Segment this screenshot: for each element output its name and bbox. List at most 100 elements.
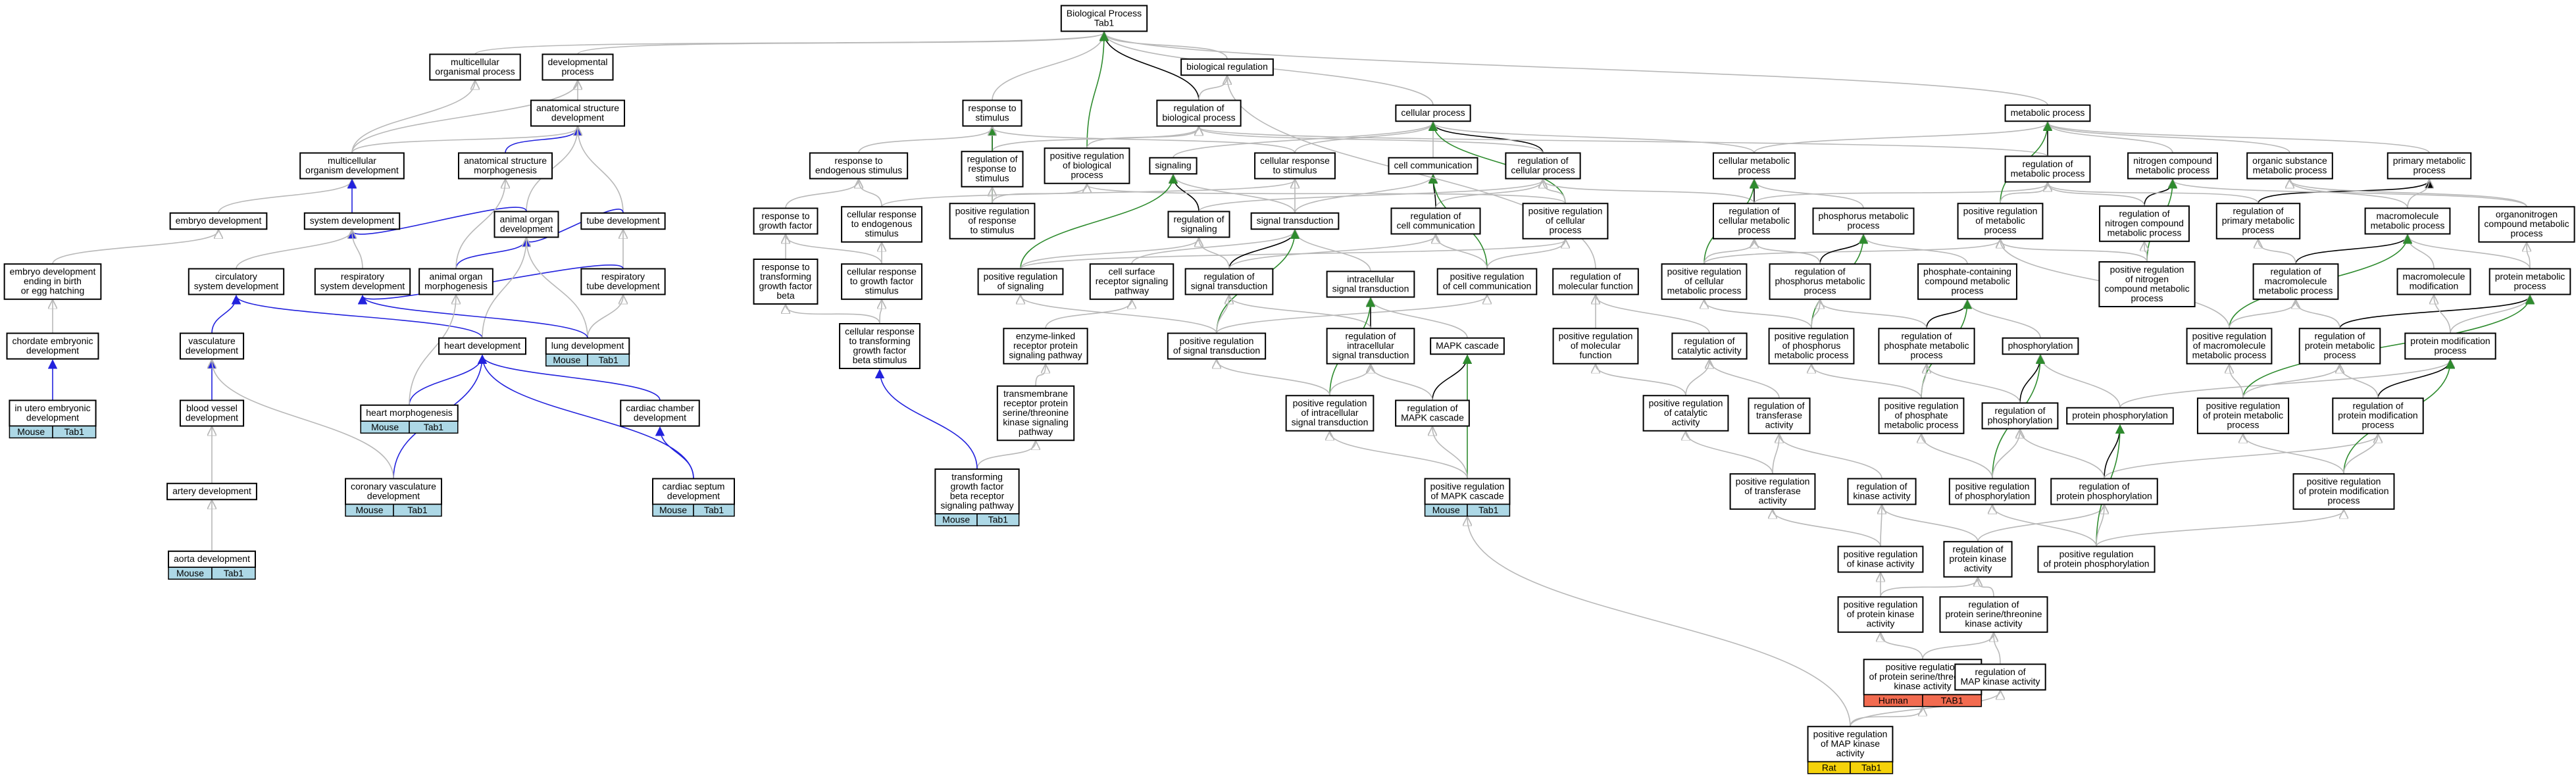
go-term-node-ed[interactable]: embryo development xyxy=(169,212,268,230)
go-term-node-st[interactable]: signal transduction xyxy=(1250,212,1340,230)
go-term-node-pp[interactable]: protein phosphorylation xyxy=(2066,407,2174,425)
go-term-node-td[interactable]: tube development xyxy=(580,212,666,230)
go-term-node-mp[interactable]: metabolic process xyxy=(2004,104,2091,122)
go-term-node-mapkc[interactable]: MAPK cascade xyxy=(1430,337,1505,355)
go-term-node-phos[interactable]: phosphorylation xyxy=(2002,337,2079,355)
go-term-node-hd[interactable]: heart development xyxy=(438,337,526,355)
go-term-node-sd[interactable]: system development xyxy=(303,212,401,230)
go-term-node-cp[interactable]: cellular process xyxy=(1395,104,1471,122)
go-term-node-br[interactable]: biological regulation xyxy=(1180,58,1274,76)
go-term-node-ad[interactable]: artery development xyxy=(166,482,257,501)
go-term-node-cc[interactable]: cell communication xyxy=(1388,157,1478,175)
